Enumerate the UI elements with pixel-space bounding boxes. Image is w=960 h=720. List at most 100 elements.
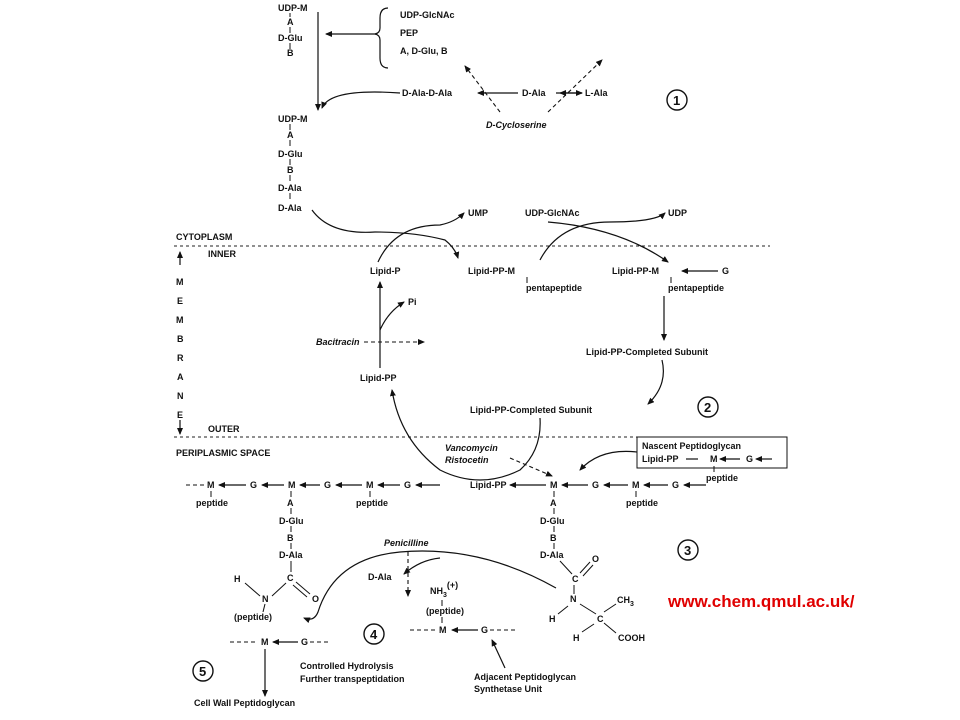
growing-chain-left: M G M G M G peptide peptide [186, 480, 440, 508]
b-label: B [550, 533, 557, 543]
o-label: O [592, 554, 599, 564]
m-label: M [366, 480, 374, 490]
step-2-marker: 2 [697, 396, 719, 418]
membrane-letter-4: B [177, 334, 184, 344]
periplasmic-space-label: PERIPLASMIC SPACE [176, 448, 270, 458]
d-ala-label: D-Ala [368, 572, 392, 582]
peptide-label: peptide [626, 498, 658, 508]
d-ala-label: D-Ala [279, 550, 303, 560]
udp-glcnac-label: UDP-GlcNAc [525, 208, 580, 218]
lipid-carrier-cycle: UMP UDP-GlcNAc UDP Lipid-P Lipid-PP-M pe… [311, 208, 729, 415]
lipid-p-label: Lipid-P [370, 266, 401, 276]
g-label: G [746, 454, 753, 464]
a-label: A [287, 130, 294, 140]
m-label: M [207, 480, 215, 490]
peptide-label: peptide [196, 498, 228, 508]
further-transpeptidation-label: Further transpeptidation [300, 674, 405, 684]
step-1-marker: 1 [666, 89, 688, 111]
membrane-letter-5: R [177, 353, 184, 363]
pentapeptide-label: pentapeptide [526, 283, 582, 293]
udp-m-label: UDP-M [278, 3, 308, 13]
d-glu-label: D-Glu [278, 33, 303, 43]
step-2-number: 2 [704, 400, 711, 415]
c-label: C [287, 573, 294, 583]
membrane-letter-2: E [177, 296, 183, 306]
membrane-letter-3: M [176, 315, 184, 325]
step-1-number: 1 [673, 93, 680, 108]
d-ala-label: D-Ala [522, 88, 546, 98]
step-5-marker: 5 [192, 660, 214, 682]
left-stem-peptide: A D-Glu B D-Ala C O N H (peptide) M G Ce… [194, 491, 330, 708]
membrane-letter-7: N [177, 391, 184, 401]
step-4-caption: Controlled Hydrolysis Further transpepti… [300, 661, 405, 684]
nascent-peptidoglycan-region: Vancomycin Ristocetin Nascent Peptidogly… [445, 436, 788, 483]
peptide-label: peptide [356, 498, 388, 508]
d-cycloserine-label: D-Cycloserine [486, 120, 547, 130]
d-glu-label: D-Glu [278, 149, 303, 159]
ump-label: UMP [468, 208, 488, 218]
g-label: G [404, 480, 411, 490]
udp-m-pentapeptide-chain: UDP-M A D-Glu B D-Ala D-Ala [278, 114, 308, 213]
vancomycin-label: Vancomycin [445, 443, 498, 453]
g-label: G [250, 480, 257, 490]
l-ala-label: L-Ala [585, 88, 608, 98]
a-label: A [287, 17, 294, 27]
cell-wall-peptidoglycan-label: Cell Wall Peptidoglycan [194, 698, 295, 708]
d-ala-label: D-Ala [278, 203, 302, 213]
c-label: C [572, 574, 579, 584]
g-label: G [672, 480, 679, 490]
lipid-pp-label: Lipid-PP [360, 373, 397, 383]
a-label: A [550, 498, 557, 508]
peptide-label: peptide [706, 473, 738, 483]
udp-m-chain-top: UDP-M A D-Glu B [278, 3, 321, 111]
m-label: M [710, 454, 718, 464]
h-label: H [234, 574, 241, 584]
step-4-marker: 4 [363, 623, 385, 645]
lipid-pp-completed-subunit-label: Lipid-PP-Completed Subunit [470, 405, 592, 415]
outer-label: OUTER [208, 424, 240, 434]
g-label: G [301, 637, 308, 647]
adjacent-peptidoglycan-label: Adjacent Peptidoglycan [474, 672, 576, 682]
membrane-letter-8: E [177, 410, 183, 420]
pi-label: Pi [408, 297, 417, 307]
h-label: H [573, 633, 580, 643]
synthetase-unit-label: Synthetase Unit [474, 684, 542, 694]
precursor-group: UDP-GlcNAc PEP A, D-Glu, B [325, 7, 455, 69]
step-4-number: 4 [370, 627, 378, 642]
c-label: C [597, 614, 604, 624]
lipid-pp-m-label: Lipid-PP-M [468, 266, 515, 276]
nascent-peptidoglycan-label: Nascent Peptidoglycan [642, 441, 741, 451]
lipid-pp-m-label: Lipid-PP-M [612, 266, 659, 276]
step-3-marker: 3 [677, 539, 699, 561]
ch3-label: CH3 [617, 595, 634, 608]
udp-glcnac-label: UDP-GlcNAc [400, 10, 455, 20]
n-label: N [570, 594, 577, 604]
d-glu-label: D-Glu [279, 516, 304, 526]
udp-label: UDP [668, 208, 687, 218]
membrane-letter-1: M [176, 277, 184, 287]
right-stem-peptide: A D-Glu B D-Ala C O N H C CH3 COOH H [540, 491, 645, 643]
step-5-number: 5 [199, 664, 206, 679]
pentapeptide-label: pentapeptide [668, 283, 724, 293]
peptide-paren-label: (peptide) [426, 606, 464, 616]
b-label: B [287, 533, 294, 543]
g-label: G [592, 480, 599, 490]
d-ala-label: D-Ala [540, 550, 564, 560]
growing-chain-right: Lipid-PP M G M G peptide [470, 480, 706, 508]
nh3-label: NH3(+) [430, 580, 458, 599]
step-3-number: 3 [684, 543, 691, 558]
d-ala-d-ala-label: D-Ala-D-Ala [402, 88, 453, 98]
udp-m-label: UDP-M [278, 114, 308, 124]
bacitracin-label: Bacitracin [316, 337, 360, 347]
m-label: M [550, 480, 558, 490]
controlled-hydrolysis-label: Controlled Hydrolysis [300, 661, 394, 671]
penicilline-label: Penicilline [384, 538, 429, 548]
inner-label: INNER [208, 249, 237, 259]
cytoplasm-label: CYTOPLASM [176, 232, 232, 242]
h-label: H [549, 614, 556, 624]
a-label: A [287, 498, 294, 508]
b-label: B [287, 48, 294, 58]
peptide-paren-label: (peptide) [234, 612, 272, 622]
source-url-watermark: www.chem.qmul.ac.uk/ [668, 592, 855, 611]
